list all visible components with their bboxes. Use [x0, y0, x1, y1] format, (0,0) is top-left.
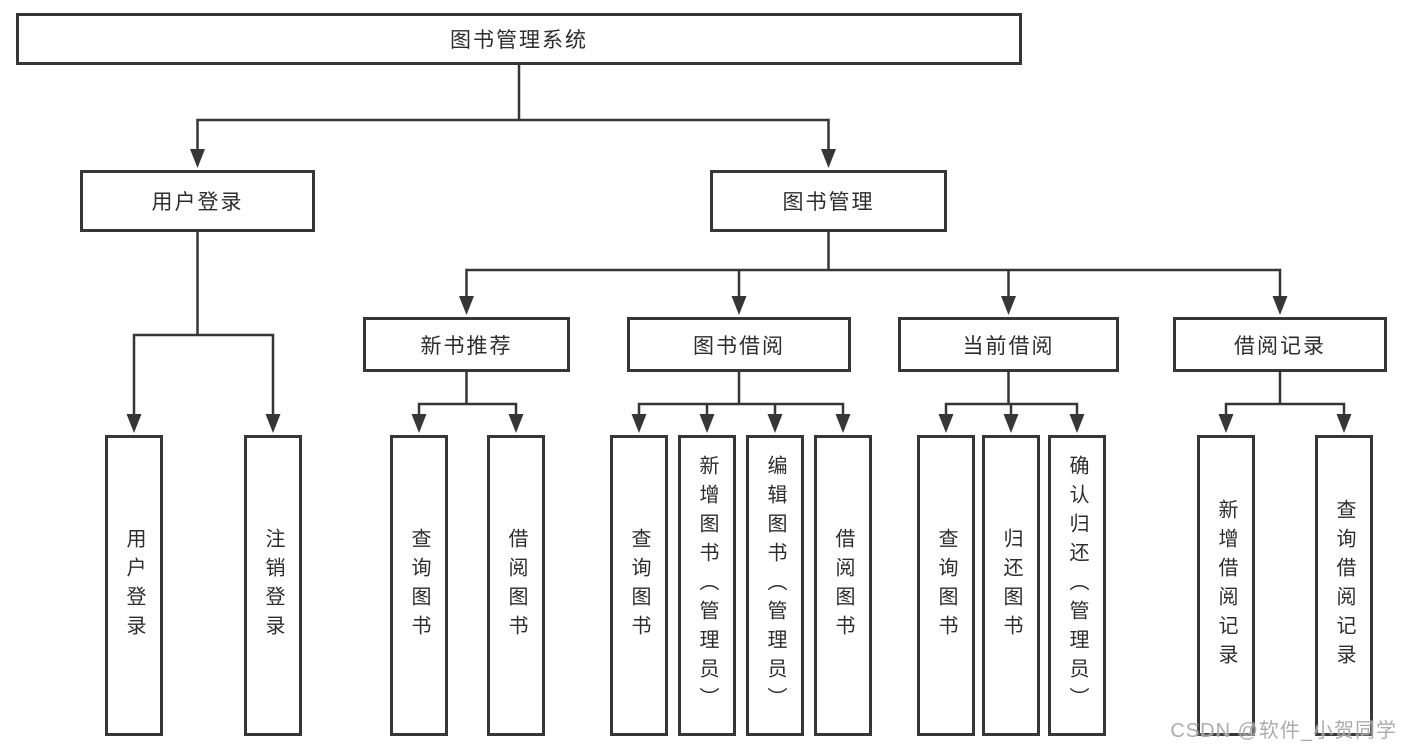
arrow-down-icon	[767, 414, 783, 433]
leaf-label: 新增图书（管理员）	[696, 455, 718, 716]
leaf-label: 借阅图书	[832, 527, 854, 644]
connector-book-management-to-level3	[465, 230, 1282, 298]
arrow-down-icon	[1001, 296, 1016, 315]
leaf-borrow-books-recommend: 借阅图书	[487, 435, 545, 736]
leaf-edit-books-admin: 编辑图书（管理员）	[746, 435, 804, 736]
arrow-down-icon	[459, 296, 474, 315]
node-book-borrowing: 图书借阅	[627, 317, 851, 372]
leaf-borrow-books: 借阅图书	[814, 435, 872, 736]
node-borrowing-records: 借阅记录	[1173, 317, 1387, 372]
leaf-label: 确认归还（管理员）	[1066, 455, 1088, 716]
arrow-down-icon	[126, 414, 142, 433]
arrow-down-icon	[508, 414, 524, 433]
arrow-down-icon	[938, 414, 954, 433]
connector-book-borrowing-to-leaves	[637, 370, 845, 416]
connector-user-login-to-leaves	[132, 230, 275, 416]
arrow-down-icon	[1336, 414, 1352, 433]
csdn-watermark: CSDN @软件_小贺同学	[1170, 720, 1397, 742]
leaf-label: 新增借阅记录	[1215, 498, 1237, 673]
arrowheads-level2	[190, 149, 836, 168]
connector-root-to-level2	[196, 62, 830, 152]
leaf-query-borrow-record: 查询借阅记录	[1315, 435, 1373, 736]
arrow-down-icon	[1218, 414, 1234, 433]
connector-new-book-recommend-to-leaves	[417, 370, 518, 416]
connector-current-borrowing-to-leaves	[944, 370, 1079, 416]
node-new-book-recommend: 新书推荐	[363, 317, 570, 372]
leaf-return-books: 归还图书	[982, 435, 1040, 736]
arrow-down-icon	[1003, 414, 1019, 433]
arrow-down-icon	[190, 149, 205, 168]
node-root-system: 图书管理系统	[16, 13, 1022, 65]
leaf-label: 借阅图书	[505, 527, 527, 644]
arrow-down-icon	[821, 149, 836, 168]
arrow-down-icon	[699, 414, 715, 433]
leaf-confirm-return-admin: 确认归还（管理员）	[1048, 435, 1106, 736]
leaf-label: 查询图书	[935, 527, 957, 644]
arrow-down-icon	[835, 414, 851, 433]
leaf-add-borrow-record: 新增借阅记录	[1197, 435, 1255, 736]
arrow-down-icon	[411, 414, 427, 433]
leaf-logout: 注销登录	[244, 435, 302, 736]
leaf-label: 用户登录	[123, 527, 145, 644]
leaf-label: 查询图书	[408, 527, 430, 644]
leaf-user-login: 用户登录	[105, 435, 163, 736]
connector-borrowing-records-to-leaves	[1224, 370, 1346, 416]
arrowheads-leaves	[126, 414, 1352, 433]
arrow-down-icon	[1272, 296, 1288, 315]
node-current-borrowing: 当前借阅	[898, 317, 1119, 372]
leaf-add-books-admin: 新增图书（管理员）	[678, 435, 736, 736]
leaf-query-books-recommend: 查询图书	[390, 435, 448, 736]
leaf-query-books-borrowing: 查询图书	[610, 435, 668, 736]
leaf-label: 归还图书	[1000, 527, 1022, 644]
leaf-label: 注销登录	[262, 527, 284, 644]
arrow-down-icon	[631, 414, 647, 433]
leaf-query-books-current: 查询图书	[917, 435, 975, 736]
leaf-label: 查询借阅记录	[1333, 498, 1355, 673]
node-book-management: 图书管理	[710, 170, 947, 232]
leaf-label: 查询图书	[628, 527, 650, 644]
arrowheads-level3	[459, 296, 1288, 315]
node-user-login: 用户登录	[80, 170, 315, 232]
leaf-label: 编辑图书（管理员）	[764, 455, 786, 716]
arrow-down-icon	[1069, 414, 1085, 433]
arrow-down-icon	[731, 296, 747, 315]
arrow-down-icon	[265, 414, 281, 433]
